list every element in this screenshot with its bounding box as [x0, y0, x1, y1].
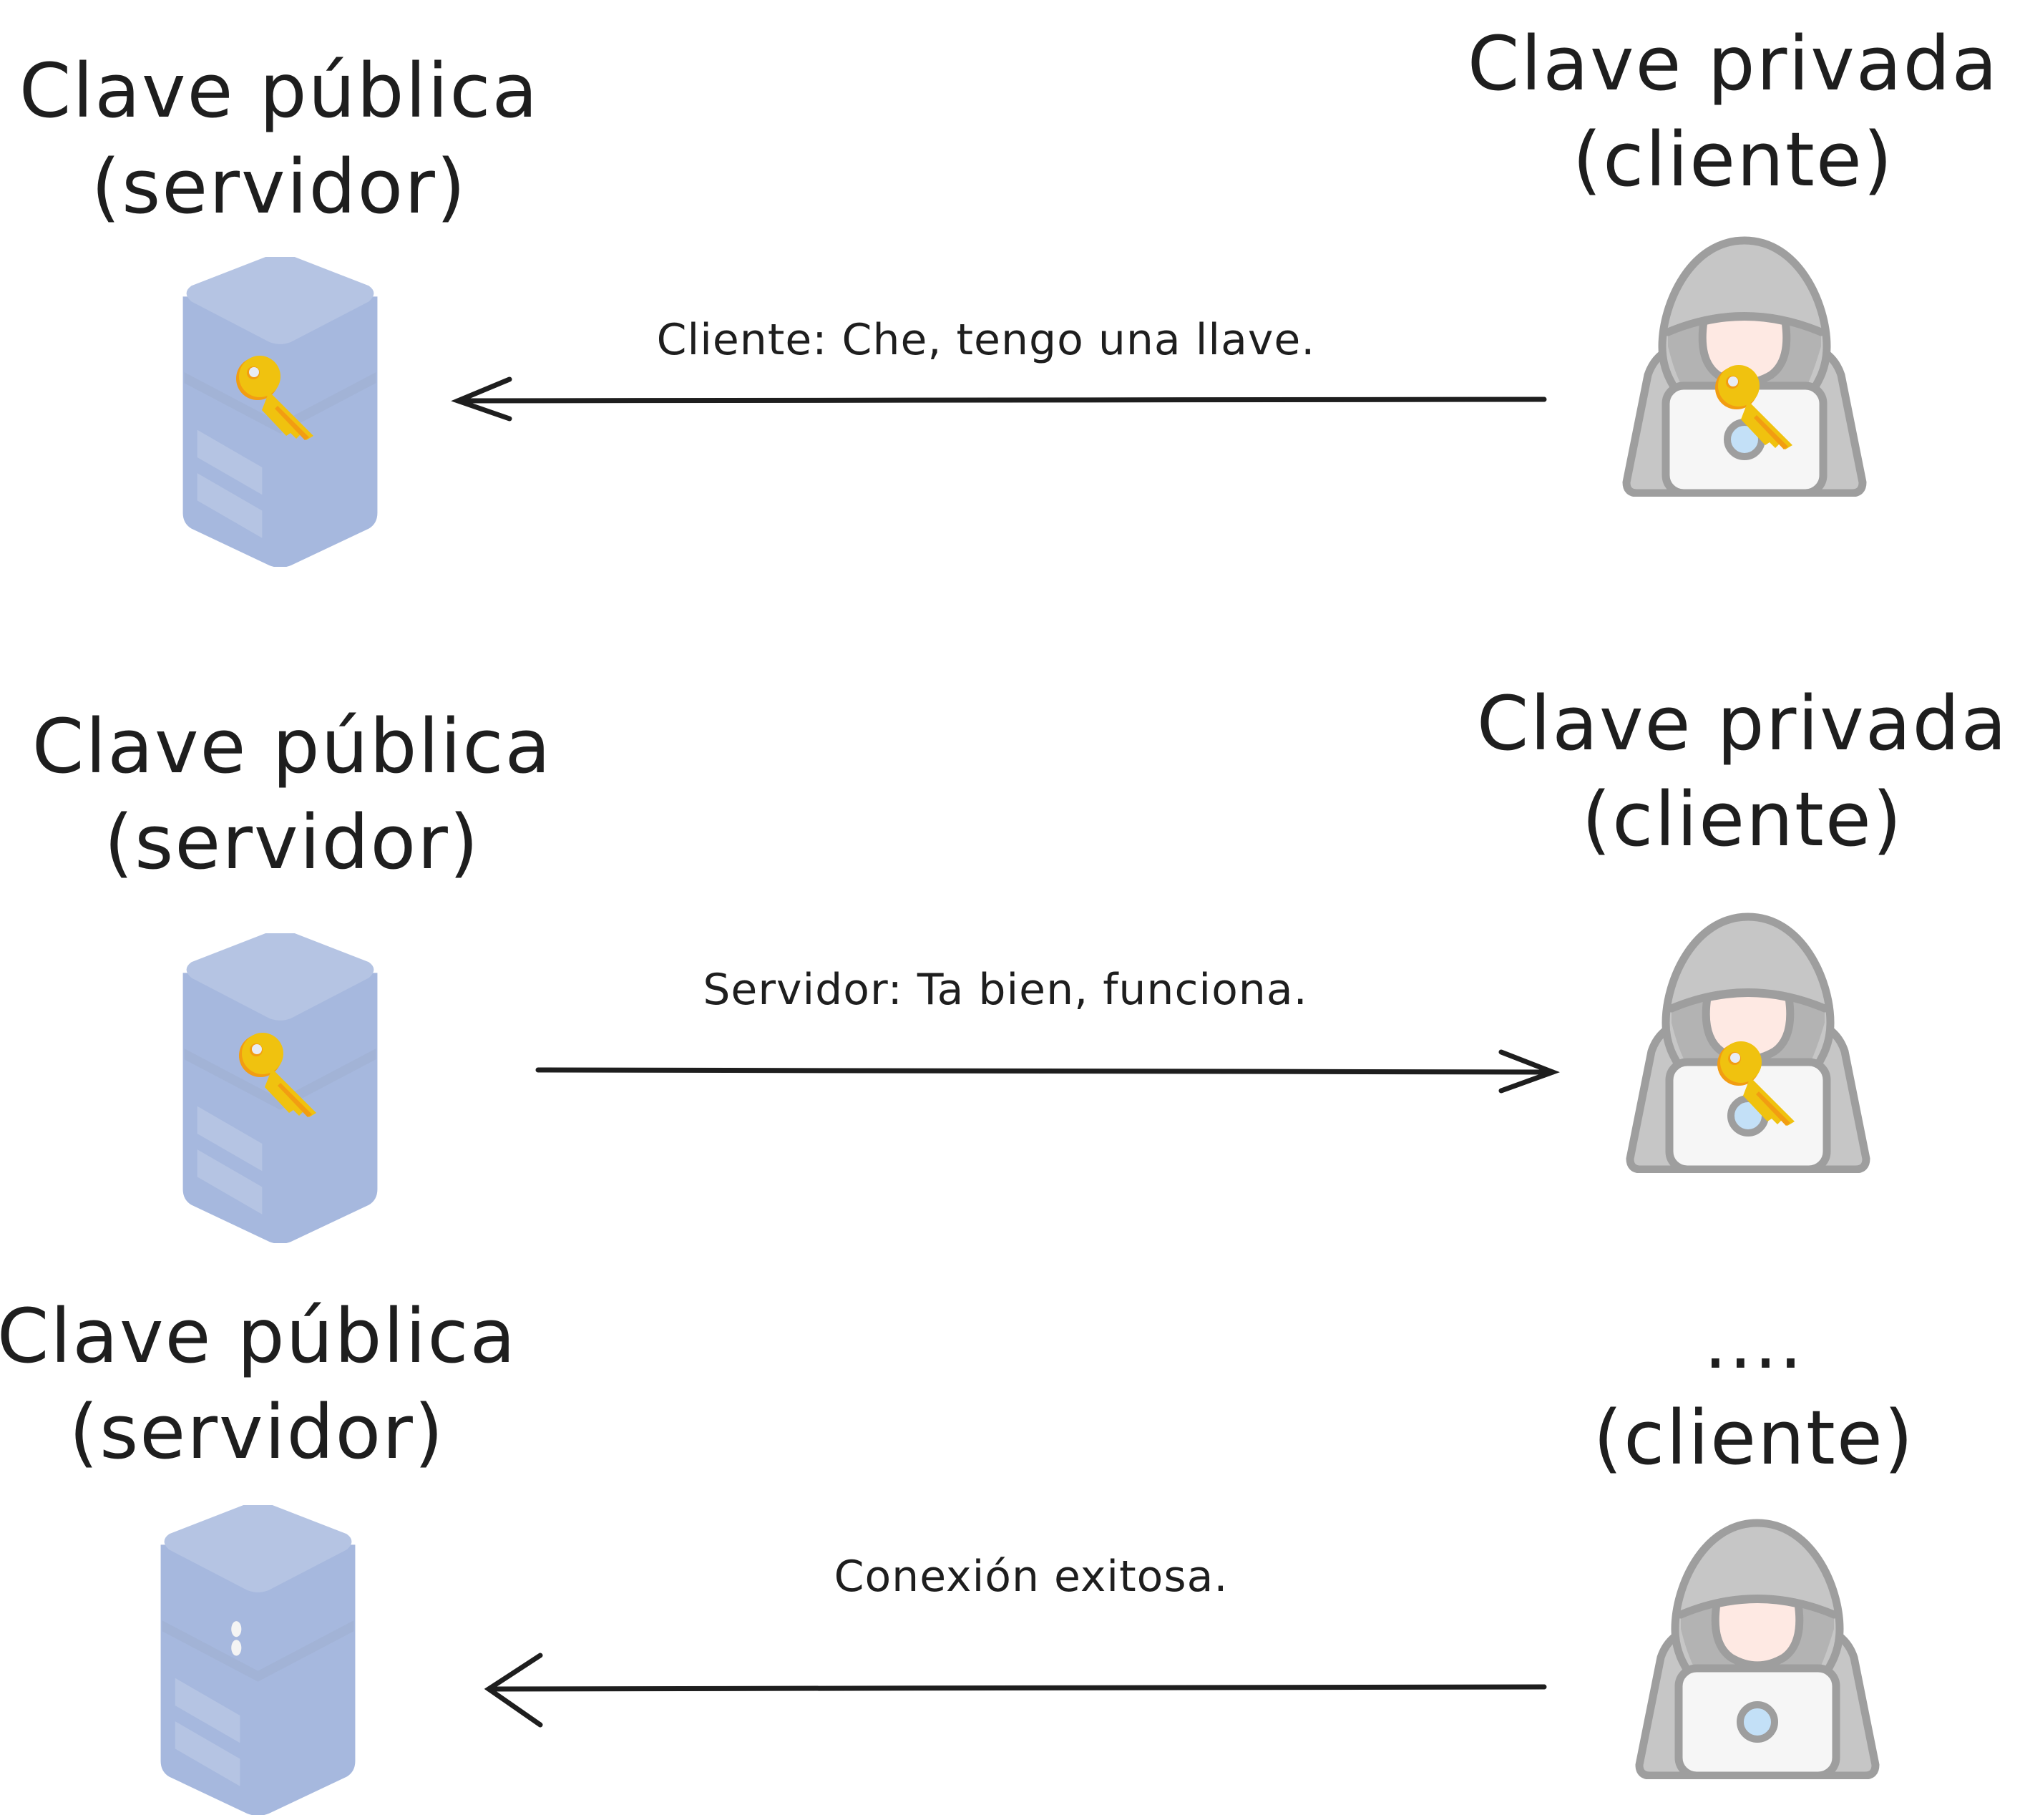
client-title-line1: Clave privada — [1476, 680, 2009, 767]
client-title-line1: .... — [1703, 1298, 1805, 1386]
client-title-line2: (cliente) — [1593, 1394, 1915, 1481]
message-label: Cliente: Che, tengo una llave. — [656, 315, 1316, 365]
server-title-line1: Clave pública — [31, 703, 552, 790]
server-title-line1: Clave pública — [19, 47, 540, 135]
server-title: Clave pública (servidor) — [32, 699, 552, 890]
message-label: Conexión exitosa. — [834, 1552, 1229, 1602]
server-title: Clave pública (servidor) — [0, 1288, 517, 1480]
arrow-client-to-server — [451, 376, 1547, 422]
server-led-icon — [231, 1621, 242, 1637]
arrow-server-to-client — [535, 1049, 1560, 1094]
server-title-line2: (servidor) — [69, 1388, 445, 1476]
client-title-line2: (cliente) — [1572, 116, 1894, 203]
server-led-icon — [231, 1640, 242, 1656]
client-title: Clave privada (cliente) — [1468, 16, 1999, 208]
server-title-line2: (servidor) — [104, 799, 480, 886]
server-title-line2: (servidor) — [91, 143, 467, 230]
server-title-line1: Clave pública — [0, 1293, 517, 1380]
arrow-client-to-server — [484, 1653, 1547, 1728]
client-title-line2: (cliente) — [1581, 776, 1903, 863]
client-title: .... (cliente) — [1594, 1294, 1915, 1486]
client-title: Clave privada (cliente) — [1477, 676, 2009, 867]
server-icon — [160, 1505, 356, 1815]
server-title: Clave pública (servidor) — [19, 43, 539, 235]
message-label: Servidor: Ta bien, funciona. — [703, 965, 1308, 1015]
client-title-line1: Clave privada — [1467, 20, 1999, 107]
